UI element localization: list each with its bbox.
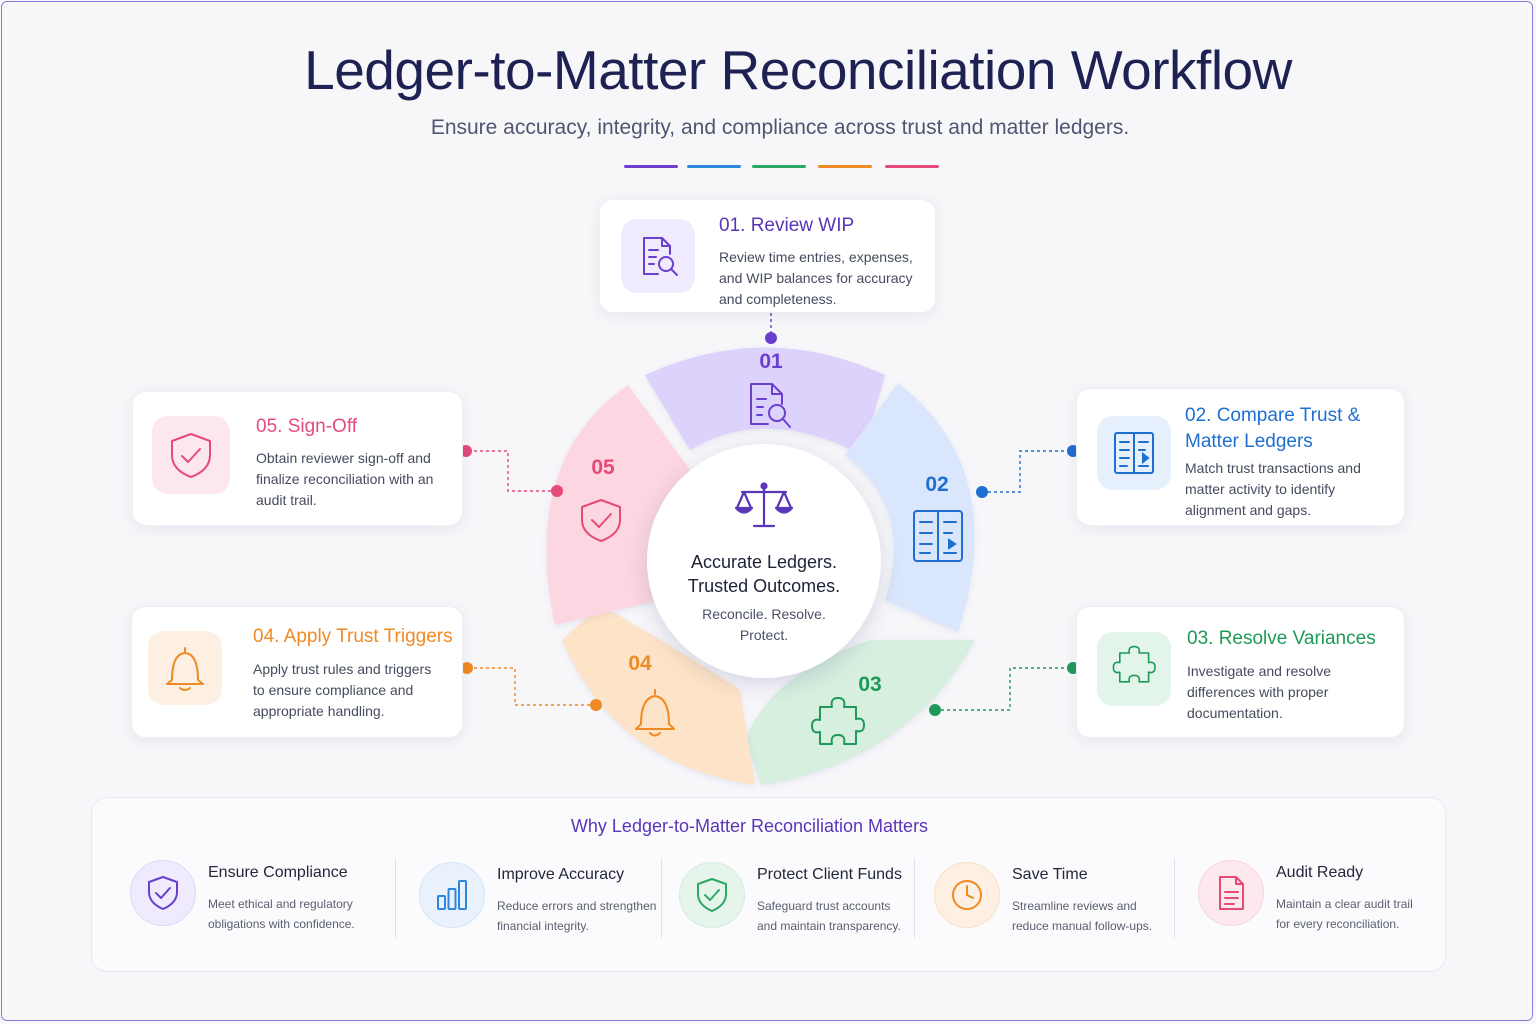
- bar-chart-icon: [419, 862, 485, 928]
- benefits-panel: Why Ledger-to-Matter Reconciliation Matt…: [91, 797, 1446, 972]
- bell-icon: [148, 631, 222, 705]
- ledger-compare-icon: [1097, 416, 1171, 490]
- ring-number-03: 03: [858, 673, 882, 696]
- step-description: Match trust transactions and matter acti…: [1185, 460, 1361, 518]
- benefit-description: Maintain a clear audit trail for every r…: [1276, 897, 1413, 931]
- center-headline: Accurate Ledgers. Trusted Outcomes.: [647, 550, 881, 598]
- accent-line: [752, 165, 806, 168]
- accent-line: [818, 165, 872, 168]
- center-tagline: Reconcile. Resolve. Protect.: [647, 604, 881, 646]
- ring-number-05: 05: [591, 456, 615, 479]
- step-title: 04. Apply Trust Triggers: [253, 626, 453, 647]
- step-description: Investigate and resolve differences with…: [1187, 663, 1331, 721]
- document-icon: [1198, 860, 1264, 926]
- step-card-03: 03. Resolve Variances Investigate and re…: [1076, 606, 1405, 738]
- step-card-04: 04. Apply Trust Triggers Apply trust rul…: [131, 606, 463, 738]
- benefit-title: Protect Client Funds: [757, 866, 902, 883]
- ring-number-02: 02: [925, 473, 949, 496]
- benefit-description: Streamline reviews and reduce manual fol…: [1012, 899, 1153, 933]
- ring-number-04: 04: [628, 652, 652, 675]
- center-tagline-line1: Reconcile. Resolve.: [702, 606, 826, 622]
- step-title: 03. Resolve Variances: [1187, 628, 1376, 649]
- ring-number-01: 01: [759, 350, 783, 373]
- step-description: Apply trust rules and triggers to ensure…: [253, 661, 432, 719]
- benefits-title: Why Ledger-to-Matter Reconciliation Matt…: [570, 816, 929, 836]
- benefit-title: Improve Accuracy: [497, 866, 625, 883]
- center-headline-line1: Accurate Ledgers.: [690, 552, 838, 572]
- shield-check-icon: [679, 862, 745, 928]
- accent-line: [885, 165, 939, 168]
- divider: [914, 858, 915, 938]
- step-card-05: 05. Sign-Off Obtain reviewer sign-off an…: [132, 391, 463, 526]
- benefit-description: Safeguard trust accounts and maintain tr…: [757, 899, 901, 933]
- step-title: 01. Review WIP: [719, 215, 855, 236]
- puzzle-icon: [1097, 632, 1171, 706]
- shield-check-icon: [152, 416, 230, 494]
- step-card-01: 01. Review WIP Review time entries, expe…: [599, 199, 936, 313]
- benefit-description: Meet ethical and regulatory obligations …: [208, 897, 355, 931]
- clock-icon: [934, 862, 1000, 928]
- step-description: Review time entries, expenses, and WIP b…: [719, 249, 913, 307]
- page-subtitle: Ensure accuracy, integrity, and complian…: [430, 116, 1130, 139]
- center-tagline-line2: Protect.: [739, 627, 789, 643]
- step-title: 05. Sign-Off: [256, 416, 358, 437]
- benefit-description: Reduce errors and strengthen financial i…: [497, 899, 657, 933]
- divider: [1174, 858, 1175, 938]
- benefit-title: Audit Ready: [1276, 864, 1364, 881]
- document-search-icon: [621, 219, 695, 293]
- step-card-02: 02. Compare Trust & Matter Ledgers Match…: [1076, 388, 1405, 526]
- benefit-title: Ensure Compliance: [208, 864, 348, 881]
- center-hub: Accurate Ledgers. Trusted Outcomes. Reco…: [647, 444, 881, 678]
- divider: [395, 858, 396, 938]
- accent-line: [624, 165, 678, 168]
- divider: [661, 858, 662, 938]
- center-headline-line2: Trusted Outcomes.: [687, 576, 841, 596]
- step-description: Obtain reviewer sign-off and finalize re…: [256, 450, 434, 508]
- benefit-title: Save Time: [1012, 866, 1088, 883]
- step-title: 02. Compare Trust & Matter Ledgers: [1185, 405, 1361, 452]
- scales-icon: [734, 482, 794, 528]
- accent-line: [687, 165, 741, 168]
- shield-check-icon: [130, 860, 196, 926]
- page-title: Ledger-to-Matter Reconciliation Workflow: [304, 39, 1292, 101]
